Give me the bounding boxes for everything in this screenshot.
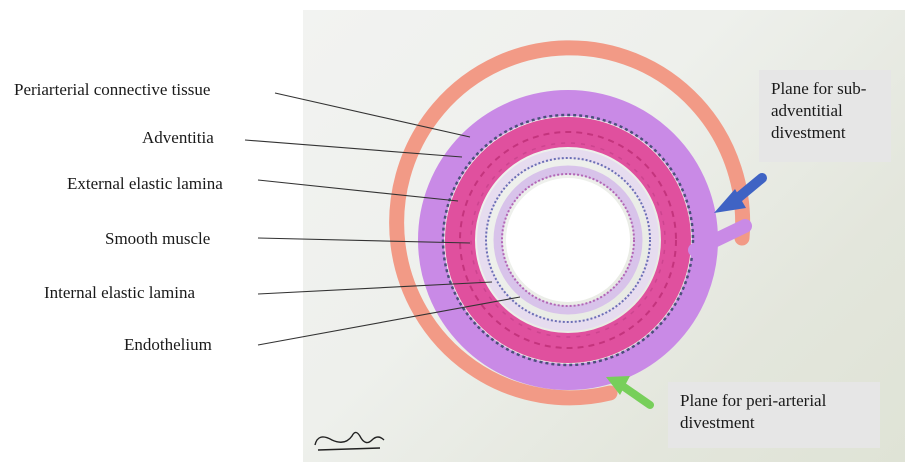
callout-peri-arterial-line-2: divestment [680,412,868,434]
label-external-elastic: External elastic lamina [67,174,223,194]
callout-peri-arterial-line-1: Plane for peri-arterial [680,390,868,412]
label-endothelium: Endothelium [124,335,212,355]
callout-sub-adventitial: Plane for sub- adventitial divestment [759,70,891,162]
signature [315,432,384,450]
label-adventitia: Adventitia [142,128,214,148]
callout-peri-arterial: Plane for peri-arterial divestment [668,382,880,448]
artery-cross-section [397,48,745,398]
callout-sub-adventitial-line-1: Plane for sub- [771,78,879,100]
leader-line-adventitia [245,140,462,157]
lumen [506,178,630,302]
callout-sub-adventitial-line-2: adventitial [771,100,879,122]
callout-sub-adventitial-line-3: divestment [771,122,879,144]
label-periarterial: Periarterial connective tissue [14,80,210,100]
label-smooth-muscle: Smooth muscle [105,229,210,249]
label-internal-elastic: Internal elastic lamina [44,283,195,303]
